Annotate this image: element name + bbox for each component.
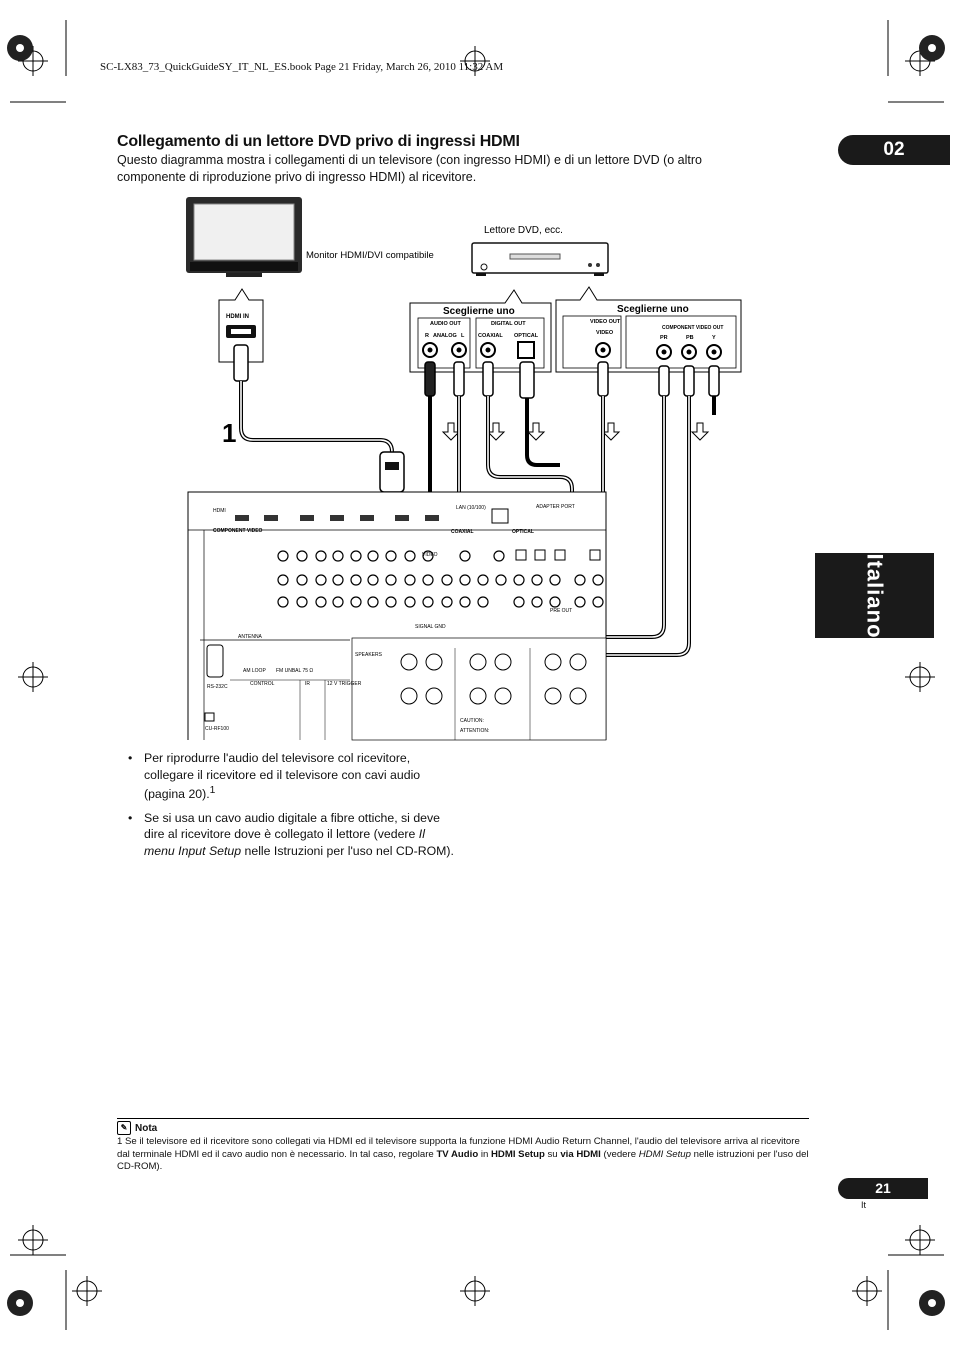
bullet-1-text: Per riprodurre l'audio del televisore co…	[144, 751, 421, 802]
note-text-1: Se il televisore ed il ricevitore sono c…	[117, 1136, 800, 1160]
bullet-2-text-after: nelle Istruzioni per l'uso nel CD-ROM).	[241, 843, 454, 858]
pb-label: PB	[686, 335, 694, 341]
rx-fm-unbal-label: FM UNBAL 75 Ω	[276, 668, 313, 674]
y-label: Y	[712, 335, 716, 341]
receiver-hdmi-ports	[235, 515, 439, 521]
rx-component-video-label: COMPONENT VIDEO	[213, 528, 263, 534]
note-divider	[117, 1118, 809, 1119]
note-vedere: (vedere	[600, 1148, 639, 1160]
video-callout: Sceglierne uno VIDEO OUT VIDEO COMPONENT…	[555, 286, 742, 373]
rx-pre-out-label: PRE OUT	[550, 608, 572, 614]
note-text-2: nelle istruzioni per l'uso del CD-ROM).	[117, 1148, 809, 1173]
tv-label: Monitor HDMI/DVI compatibile	[306, 250, 434, 261]
note-icon: ✎	[117, 1121, 131, 1135]
rx-control-label: CONTROL	[250, 681, 275, 687]
receiver-rca-jacks	[277, 550, 604, 608]
rx-trigger-label: 12 V TRIGGER	[327, 681, 362, 687]
coaxial-label: COAXIAL	[478, 333, 503, 339]
rx-adapter-port-label: ADAPTER PORT	[536, 504, 575, 510]
video-callout-title: Sceglierne uno	[617, 304, 689, 315]
dvd-player	[471, 242, 609, 276]
rx-hdmi-label: HDMI	[213, 508, 226, 514]
note-su: su	[544, 1148, 561, 1160]
lan-port	[491, 508, 509, 524]
hdmi-in-label: HDMI IN	[226, 314, 249, 320]
tv-monitor	[186, 197, 302, 277]
language-tab: Italiano	[815, 553, 934, 638]
rx-attention-label: ATTENTION:	[460, 728, 489, 734]
note-heading-label: Nota	[135, 1122, 158, 1134]
chapter-badge: 02	[838, 135, 950, 165]
audio-callout-title: Sceglierne uno	[443, 306, 515, 317]
rx-coaxial-label: COAXIAL	[451, 529, 474, 535]
rx-ir-label: IR	[305, 681, 310, 687]
analog-r-label: R	[425, 333, 429, 339]
note-tv-audio: TV Audio	[436, 1148, 479, 1160]
language-code: It	[861, 1200, 867, 1210]
video-out-label: VIDEO OUT	[590, 319, 621, 325]
pr-label: PR	[660, 335, 668, 341]
rx-rs232c-label: RS-232C	[207, 684, 228, 690]
component-video-out-label: COMPONENT VIDEO OUT	[662, 325, 723, 331]
note-number: 1	[117, 1136, 123, 1147]
note-via-hdmi: via HDMI	[560, 1148, 601, 1160]
analog-label: ANALOG	[433, 333, 457, 339]
book-header-line: SC-LX83_73_QuickGuideSY_IT_NL_ES.book Pa…	[100, 61, 504, 73]
direction-arrows	[441, 422, 710, 441]
rx-caution-label: CAUTION:	[460, 718, 484, 724]
rx-optical-label: OPTICAL	[512, 529, 534, 535]
audio-callout: Sceglierne uno AUDIO OUT R ANALOG L DIGI…	[409, 289, 552, 373]
page-number: 21	[838, 1178, 928, 1199]
footnote-ref[interactable]: 1	[209, 785, 216, 796]
rs232c-port	[206, 644, 224, 678]
rx-video-label: VIDEO	[422, 552, 438, 558]
bullet-2-text-before: Se si usa un cavo audio digitale a fibre…	[144, 810, 440, 842]
rx-cu-rf100-label: CU-RF100	[205, 726, 229, 732]
optical-label: OPTICAL	[514, 333, 539, 339]
speaker-terminals	[400, 653, 587, 705]
rs232c-port-small	[204, 712, 215, 722]
section-intro: Questo diagramma mostra i collegamenti d…	[117, 153, 702, 184]
rx-signal-gnd-label: SIGNAL GND	[415, 624, 446, 630]
note-in: in	[478, 1148, 491, 1160]
note-text: 1 Se il televisore ed il ricevitore sono…	[117, 1136, 809, 1174]
section-title: Collegamento di un lettore DVD privo di …	[117, 133, 520, 150]
bullet-2-link[interactable]: Il menu Input Setup	[144, 827, 425, 858]
video-label: VIDEO	[596, 330, 614, 336]
rx-am-loop-label: AM LOOP	[243, 668, 266, 674]
note-hdmi-setup: HDMI Setup	[491, 1148, 545, 1160]
rx-speakers-label: SPEAKERS	[355, 652, 383, 658]
digital-out-label: DIGITAL OUT	[491, 321, 526, 327]
bullet-item: • Se si usa un cavo audio digitale a fib…	[128, 810, 454, 858]
dvd-label: Lettore DVD, ecc.	[484, 225, 563, 236]
optical-ports	[515, 549, 601, 561]
hdmi-plug-receiver	[379, 451, 405, 493]
note-hdmi-setup-link[interactable]: HDMI Setup	[638, 1148, 691, 1160]
step-number: 1	[222, 418, 236, 448]
corner-targets	[7, 35, 945, 1316]
note-heading: ✎ Nota	[117, 1121, 157, 1135]
analog-l-label: L	[461, 333, 465, 339]
bullet-item: • Per riprodurre l'audio del televisore …	[128, 751, 421, 802]
rx-antenna-label: ANTENNA	[238, 634, 263, 640]
hdmi-in-callout: HDMI IN	[218, 288, 264, 363]
audio-out-label: AUDIO OUT	[430, 321, 462, 327]
registration-marks	[10, 20, 944, 1330]
bullet-list: • Per riprodurre l'audio del televisore …	[128, 750, 458, 866]
rx-lan-label: LAN (10/100)	[456, 505, 486, 511]
